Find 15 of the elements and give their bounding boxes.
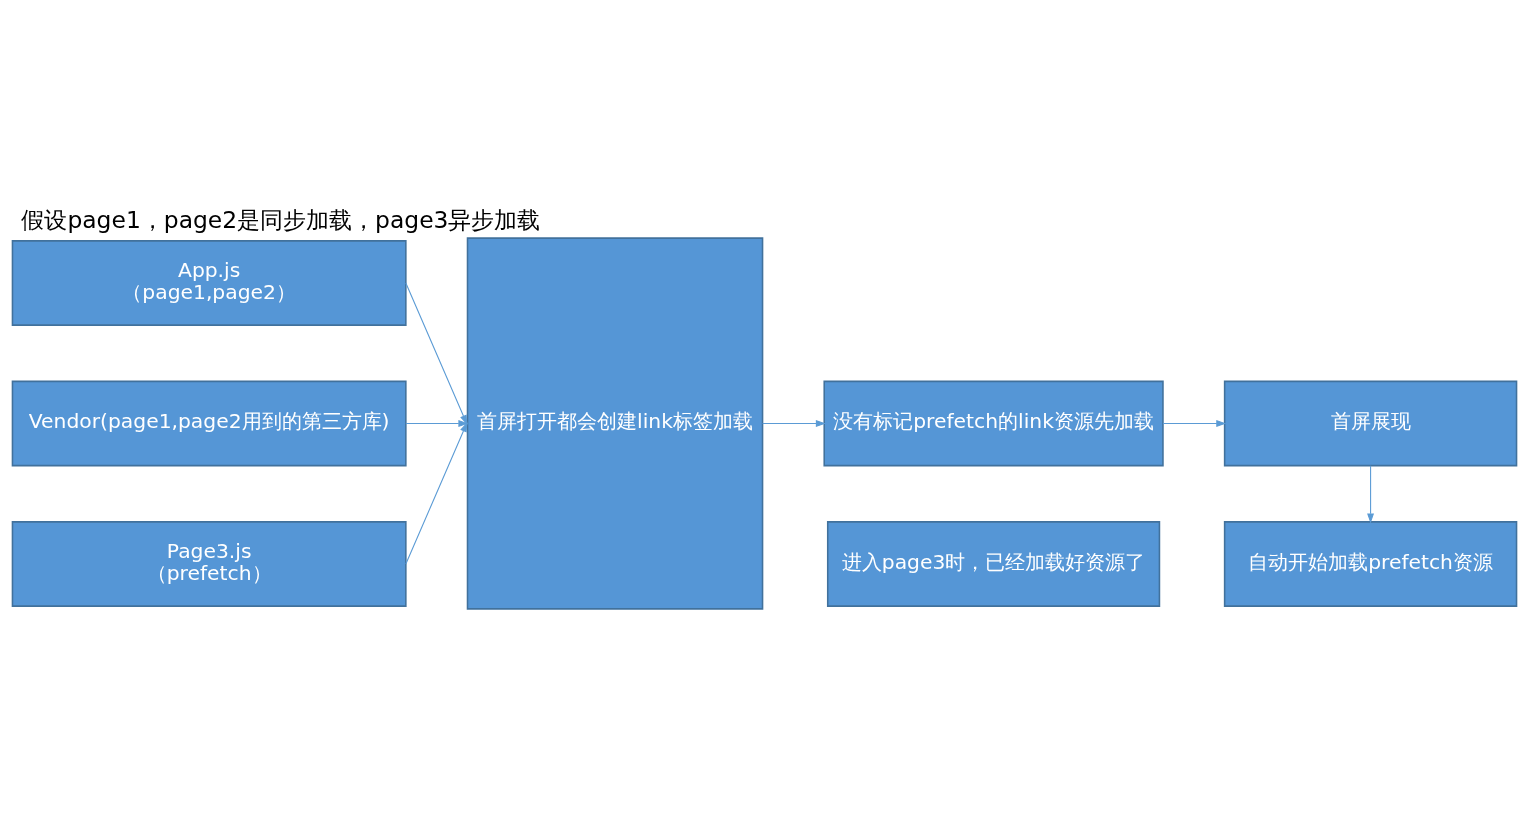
node-box: Page3.js （prefetch） (11, 521, 407, 607)
arrow (1162, 420, 1227, 427)
node-box: 自动开始加载prefetch资源 (1223, 521, 1518, 607)
node-box: Vendor(page1,page2用到的第三方库) (11, 380, 407, 467)
node-box: 首屏展现 (1223, 380, 1518, 467)
node-box: 进入page3时，已经加载好资源了 (826, 521, 1161, 607)
arrow (1367, 465, 1375, 524)
diagram-title: 假设page1，page2是同步加载，page3异步加载 (21, 205, 541, 234)
arrow (405, 422, 468, 565)
arrow (405, 420, 469, 427)
arrow (762, 420, 826, 427)
node-box: 没有标记prefetch的link资源先加载 (823, 380, 1164, 467)
node-box: App.js （page1,page2） (11, 240, 407, 326)
arrow (405, 282, 468, 425)
node-box: 首屏打开都会创建link标签加载 (466, 237, 764, 610)
